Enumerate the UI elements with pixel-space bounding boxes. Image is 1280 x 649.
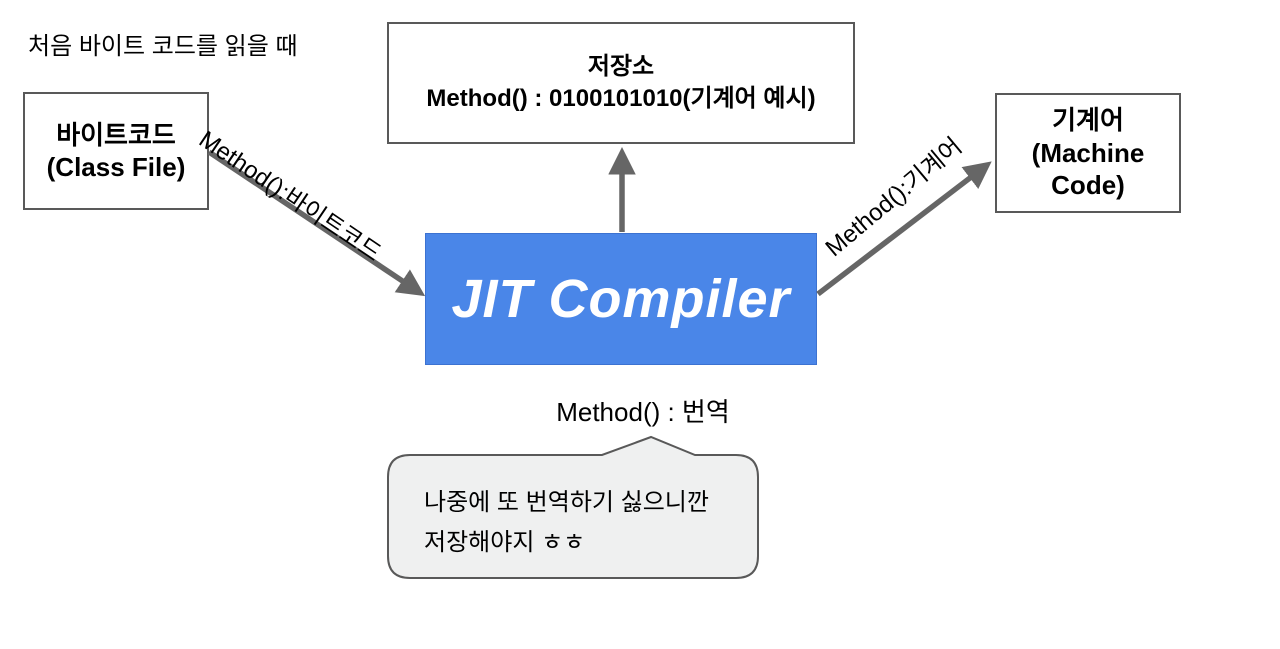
bytecode-box: 바이트코드 (Class File) — [23, 92, 209, 210]
machine-box-subtitle: (Machine Code) — [1031, 137, 1145, 201]
jit-translate-label: Method() : 번역 — [556, 397, 730, 427]
bytecode-box-title: 바이트코드 — [56, 119, 176, 150]
bytecode-box-subtitle: (Class File) — [46, 152, 186, 182]
diagram-caption: 처음 바이트 코드를 읽을 때 — [28, 33, 298, 60]
arrow-label-jit-to-machine: Method():기계어 — [820, 132, 968, 263]
machine-code-box: 기계어 (Machine Code) — [995, 93, 1181, 213]
storage-box-entry: Method() : 0100101010(기계어 예시) — [426, 85, 816, 112]
speech-bubble-line2: 저장해야지 ㅎㅎ — [424, 529, 586, 556]
jit-compiler-box: JIT Compiler — [425, 233, 817, 365]
machine-box-title: 기계어 — [1052, 105, 1124, 136]
storage-box-title: 저장소 — [587, 52, 655, 80]
arrow-label-bytecode-to-jit: Method():바이트코드 — [193, 125, 386, 268]
speech-bubble-line1: 나중에 또 번역하기 싫으니깐 — [424, 489, 709, 516]
speech-bubble-text: 나중에 또 번역하기 싫으니깐 저장해야지 ㅎㅎ — [424, 483, 754, 563]
jit-compiler-label: JIT Compiler — [451, 269, 791, 329]
storage-box: 저장소 Method() : 0100101010(기계어 예시) — [387, 22, 855, 144]
